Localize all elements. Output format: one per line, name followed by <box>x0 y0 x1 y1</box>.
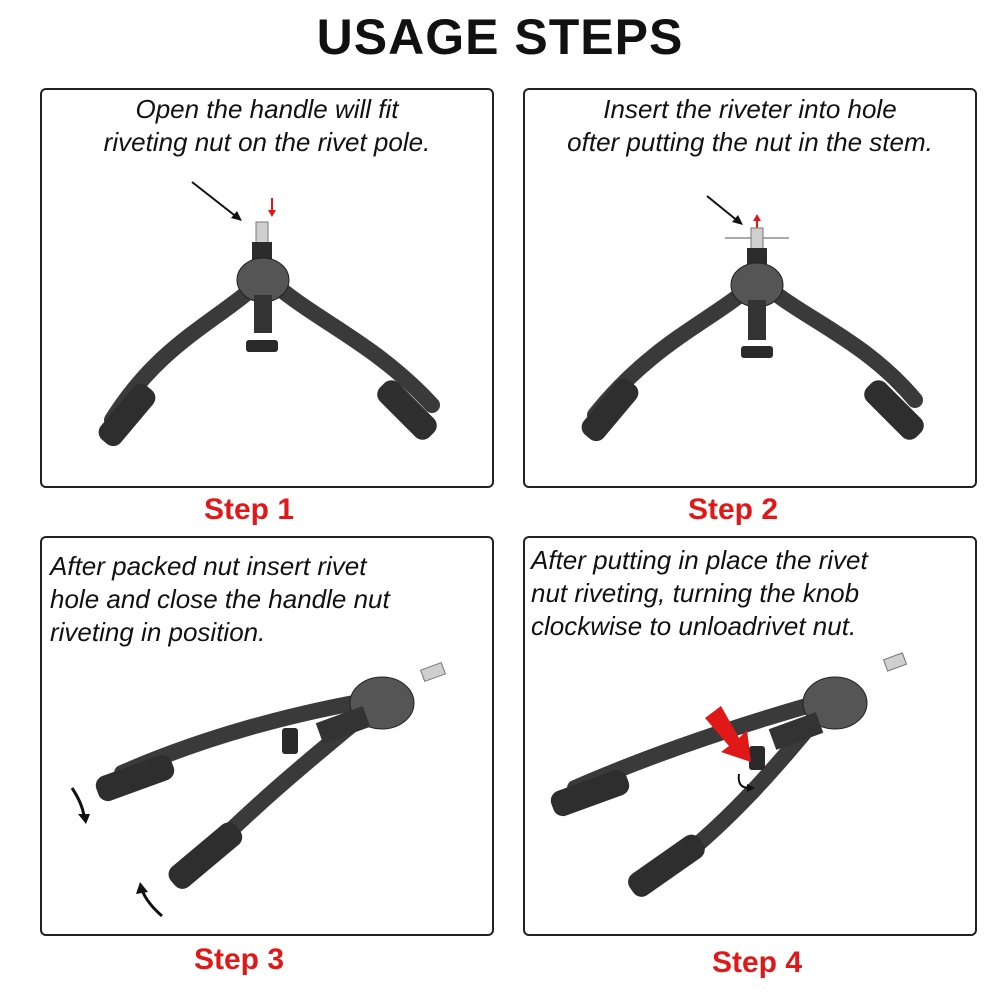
rotation-arrow-icon <box>737 773 755 792</box>
red-down-arrow-icon <box>268 198 276 217</box>
step-4-label: Step 4 <box>711 946 803 979</box>
step-4-instruction: After putting in place the rivet nut riv… <box>531 545 868 641</box>
step-1-instruction: Open the handle will fit riveting nut on… <box>103 94 431 157</box>
step-2-instruction: Insert the riveter into hole ofter putti… <box>567 94 933 157</box>
step-1-label: Step 1 <box>203 493 295 526</box>
riveter-open-illustration <box>98 181 440 447</box>
pointer-arrow-icon <box>191 181 242 221</box>
red-pointer-arrow-icon <box>705 706 751 762</box>
step-3-panel: After packed nut insert rivet hole and c… <box>40 536 494 936</box>
step-3-instruction: After packed nut insert rivet hole and c… <box>50 551 390 647</box>
pointer-arrow-icon <box>706 195 743 225</box>
step-3-label: Step 3 <box>193 943 285 976</box>
riveter-closed-illustration <box>70 661 447 918</box>
step-4-panel: After putting in place the rivet nut riv… <box>523 536 977 936</box>
step-1-panel: Open the handle will fit riveting nut on… <box>40 88 494 488</box>
step-2-label: Step 2 <box>687 493 779 526</box>
page-title: USAGE STEPS <box>316 9 684 65</box>
riveter-unload-illustration <box>550 652 908 897</box>
riveter-insert-illustration <box>581 195 924 442</box>
rotation-arrow-icon <box>70 787 90 824</box>
step-2-panel: Insert the riveter into hole ofter putti… <box>523 88 977 488</box>
rotation-arrow-icon <box>136 882 163 918</box>
